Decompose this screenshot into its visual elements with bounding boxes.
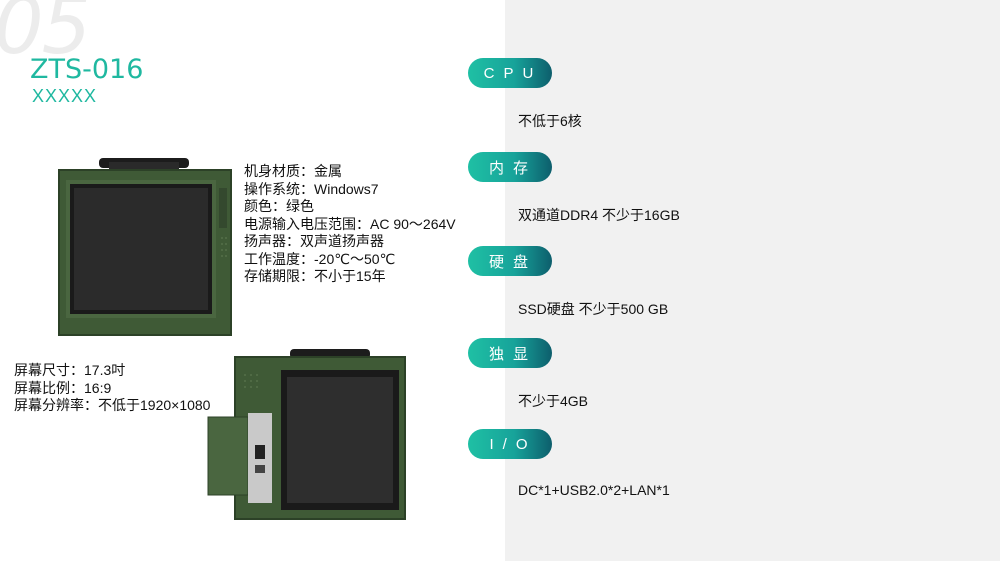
spec-item: 屏幕分辨率：不低于1920×1080 bbox=[14, 397, 211, 413]
device-front-image bbox=[58, 158, 232, 336]
feature-value-cpu: 不低于6核 bbox=[518, 113, 582, 129]
right-panel-background bbox=[505, 0, 1000, 561]
product-subtitle: XXXXX bbox=[32, 86, 98, 106]
product-model-title: ZTS-016 bbox=[30, 54, 144, 85]
section-number-watermark: 05 bbox=[0, 0, 91, 72]
feature-pill-gpu: 独显 bbox=[468, 338, 552, 368]
spec-item: 扬声器：双声道扬声器 bbox=[244, 233, 384, 249]
spec-item: 电源输入电压范围：AC 90～264V bbox=[244, 215, 456, 232]
spec-item: 存储期限：不小于15年 bbox=[244, 268, 386, 284]
feature-pill-memory: 内存 bbox=[468, 152, 552, 182]
spec-item: 工作温度：-20℃～50℃ bbox=[244, 250, 396, 267]
feature-value-memory: 双通道DDR4 不少于16GB bbox=[518, 207, 680, 223]
feature-pill-storage: 硬盘 bbox=[468, 246, 552, 276]
feature-pill-io: I/O bbox=[468, 429, 552, 459]
feature-value-io: DC*1+USB2.0*2+LAN*1 bbox=[518, 482, 670, 498]
spec-item: 颜色：绿色 bbox=[244, 198, 314, 214]
spec-list-general: 机身材质：金属 操作系统：Windows7 颜色：绿色 电源输入电压范围：AC … bbox=[244, 163, 456, 286]
spec-list-screen: 屏幕尺寸：17.3吋 屏幕比例：16:9 屏幕分辨率：不低于1920×1080 bbox=[14, 362, 210, 415]
spec-item: 操作系统：Windows7 bbox=[244, 180, 379, 197]
spec-item: 机身材质：金属 bbox=[244, 163, 342, 179]
spec-item: 屏幕尺寸：17.3吋 bbox=[14, 362, 126, 378]
feature-pill-cpu: CPU bbox=[468, 58, 552, 88]
device-side-image bbox=[207, 349, 406, 520]
feature-value-gpu: 不少于4GB bbox=[518, 393, 589, 409]
feature-value-storage: SSD硬盘 不少于500 GB bbox=[518, 301, 669, 317]
spec-item: 屏幕比例：16:9 bbox=[14, 379, 112, 396]
